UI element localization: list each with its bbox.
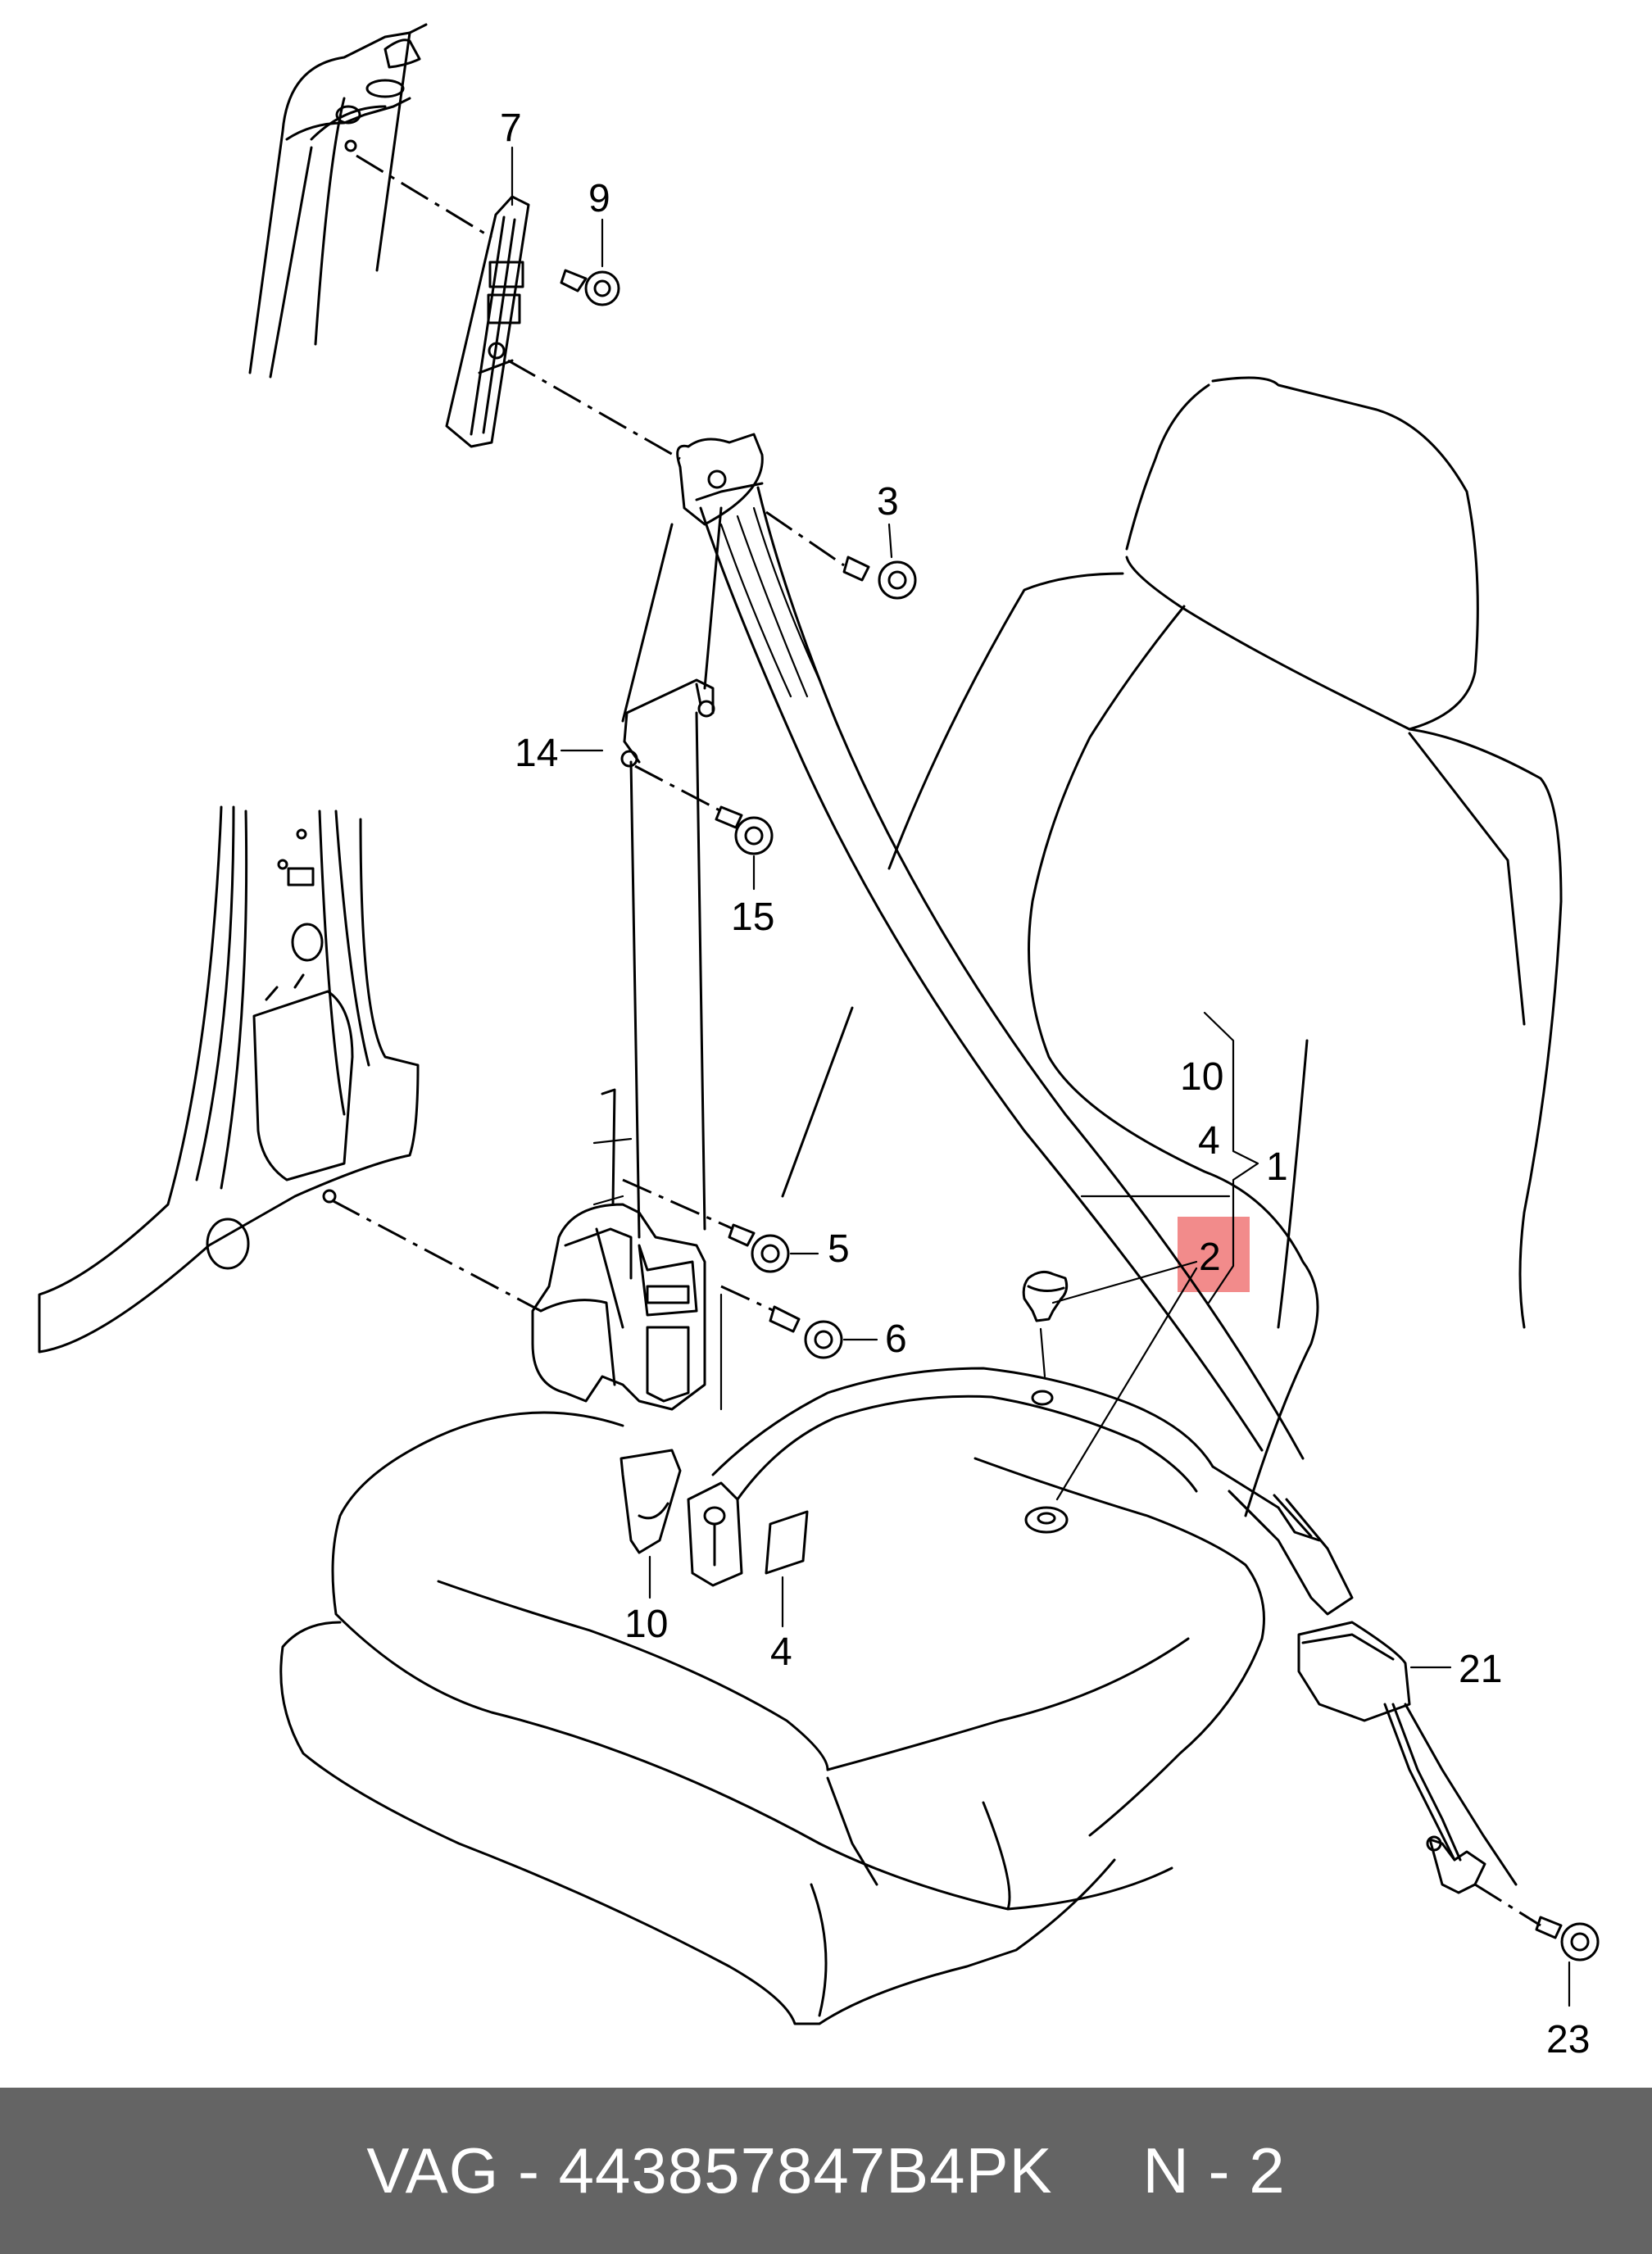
b-pillar-lower — [38, 805, 420, 1354]
buckle-21 — [1297, 1621, 1518, 1894]
footer-bar: VAG - 443857847B4PK N - 2 — [0, 2088, 1652, 2254]
callout-21: 21 — [1459, 1648, 1502, 1691]
callout-2: 2 — [1199, 1236, 1221, 1279]
callout-5: 5 — [828, 1227, 850, 1271]
label-4 — [765, 1510, 809, 1575]
footer-text: VAG - 443857847B4PK N - 2 — [366, 2134, 1285, 2208]
seat-backrest — [781, 376, 1563, 1517]
seat-belt-exploded-diagram: 7 9 3 14 15 10 4 1 2 5 6 10 4 21 23 — [38, 23, 1600, 2061]
callout-6: 6 — [885, 1317, 907, 1361]
seat-cushion — [279, 1411, 1265, 2025]
bolt-15 — [634, 764, 774, 855]
callout-9: 9 — [588, 177, 610, 220]
bolt-23 — [1474, 1883, 1600, 1961]
callout-1: 1 — [1266, 1145, 1288, 1189]
retractor-bracket — [620, 506, 723, 1239]
callout-10-bottom: 10 — [624, 1603, 668, 1646]
callout-7: 7 — [500, 107, 522, 150]
callout-15: 15 — [731, 896, 774, 939]
part-number: VAG - 443857847B4PK — [366, 2134, 1053, 2206]
bolt-9 — [560, 269, 620, 306]
bolt-3 — [765, 510, 917, 600]
cap-2 — [1022, 1270, 1069, 1534]
lower-belt-strap — [687, 1367, 1354, 1616]
height-adjuster-rail — [445, 195, 530, 448]
callout-4-top: 4 — [1198, 1119, 1220, 1163]
trim-cover-10 — [620, 1449, 682, 1554]
b-pillar-upper — [248, 23, 428, 379]
callout-labels: 7 9 3 14 15 10 4 1 2 5 6 10 4 21 23 — [500, 107, 1590, 2061]
callout-3: 3 — [877, 480, 899, 524]
callout-10-top: 10 — [1180, 1055, 1223, 1099]
callout-23: 23 — [1546, 2018, 1590, 2061]
belt-retractor — [531, 1088, 706, 1411]
bolt-6 — [719, 1285, 843, 1411]
belt-guide-and-webbing — [676, 433, 1321, 1542]
diagram-page: N - 2 — [1142, 2134, 1286, 2206]
leader-lines — [511, 146, 1571, 2007]
bolt-5 — [622, 1178, 790, 1273]
callout-4-bottom: 4 — [770, 1630, 792, 1674]
callout-14: 14 — [515, 732, 558, 775]
